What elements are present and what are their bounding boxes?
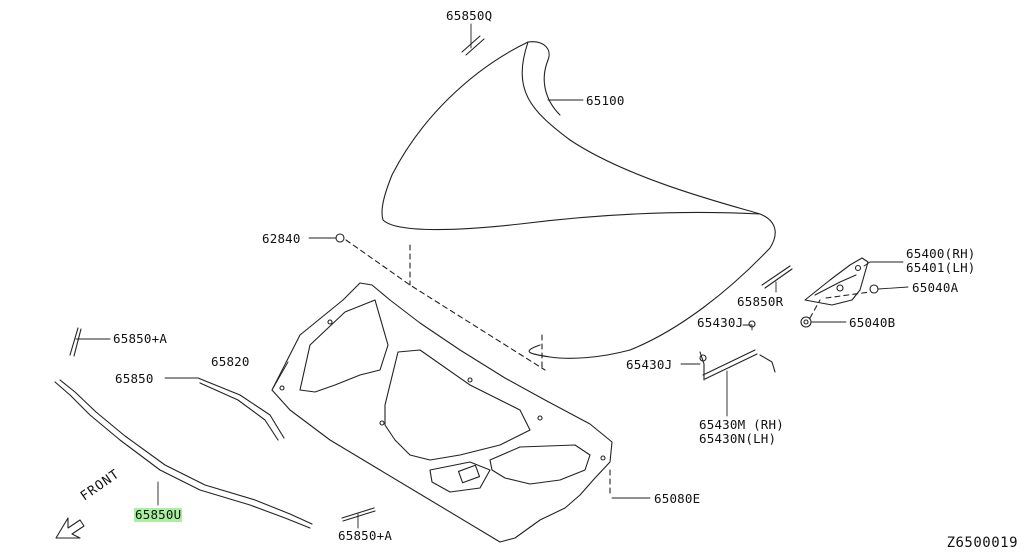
label-65850a-top: 65850+A bbox=[113, 331, 168, 346]
hood-hinge bbox=[805, 258, 868, 305]
label-65850: 65850 bbox=[115, 371, 154, 386]
label-65850q: 65850Q bbox=[446, 8, 493, 23]
seal-65850u bbox=[55, 380, 312, 528]
label-65850a-bottom: 65850+A bbox=[338, 528, 393, 543]
label-65040a: 65040A bbox=[912, 280, 959, 295]
label-65401: 65401(LH) bbox=[906, 260, 976, 275]
fastener-guides bbox=[346, 240, 870, 495]
seal-65850r bbox=[762, 266, 792, 288]
label-65080e: 65080E bbox=[654, 491, 701, 506]
diagram-id: Z6500019 bbox=[946, 535, 1018, 551]
label-65820: 65820 bbox=[211, 354, 250, 369]
seal-65850a-top bbox=[70, 328, 81, 356]
label-65430j-left: 65430J bbox=[626, 357, 673, 372]
seal-65850a-bottom bbox=[342, 508, 375, 521]
label-65850u[interactable]: 65850U bbox=[134, 507, 183, 522]
label-65430j-top: 65430J bbox=[697, 315, 744, 330]
hood-insulator bbox=[272, 283, 612, 542]
nut-65040b bbox=[801, 317, 811, 327]
label-62840: 62840 bbox=[262, 231, 301, 246]
hood-panel bbox=[382, 42, 775, 359]
label-65850r: 65850R bbox=[737, 294, 784, 309]
leader-lines bbox=[76, 24, 908, 528]
seal-65850q bbox=[462, 36, 484, 55]
label-65040b: 65040B bbox=[849, 315, 896, 330]
bolt-65040a bbox=[870, 285, 878, 293]
label-65100: 65100 bbox=[586, 93, 625, 108]
label-65430n: 65430N(LH) bbox=[699, 431, 777, 446]
label-65400: 65400(RH) bbox=[906, 246, 976, 261]
clip-62840 bbox=[336, 234, 344, 242]
hood-stay bbox=[700, 321, 775, 380]
seal-65850 bbox=[198, 378, 284, 440]
front-arrow-icon bbox=[56, 518, 84, 538]
label-65430m: 65430M (RH) bbox=[699, 417, 784, 432]
